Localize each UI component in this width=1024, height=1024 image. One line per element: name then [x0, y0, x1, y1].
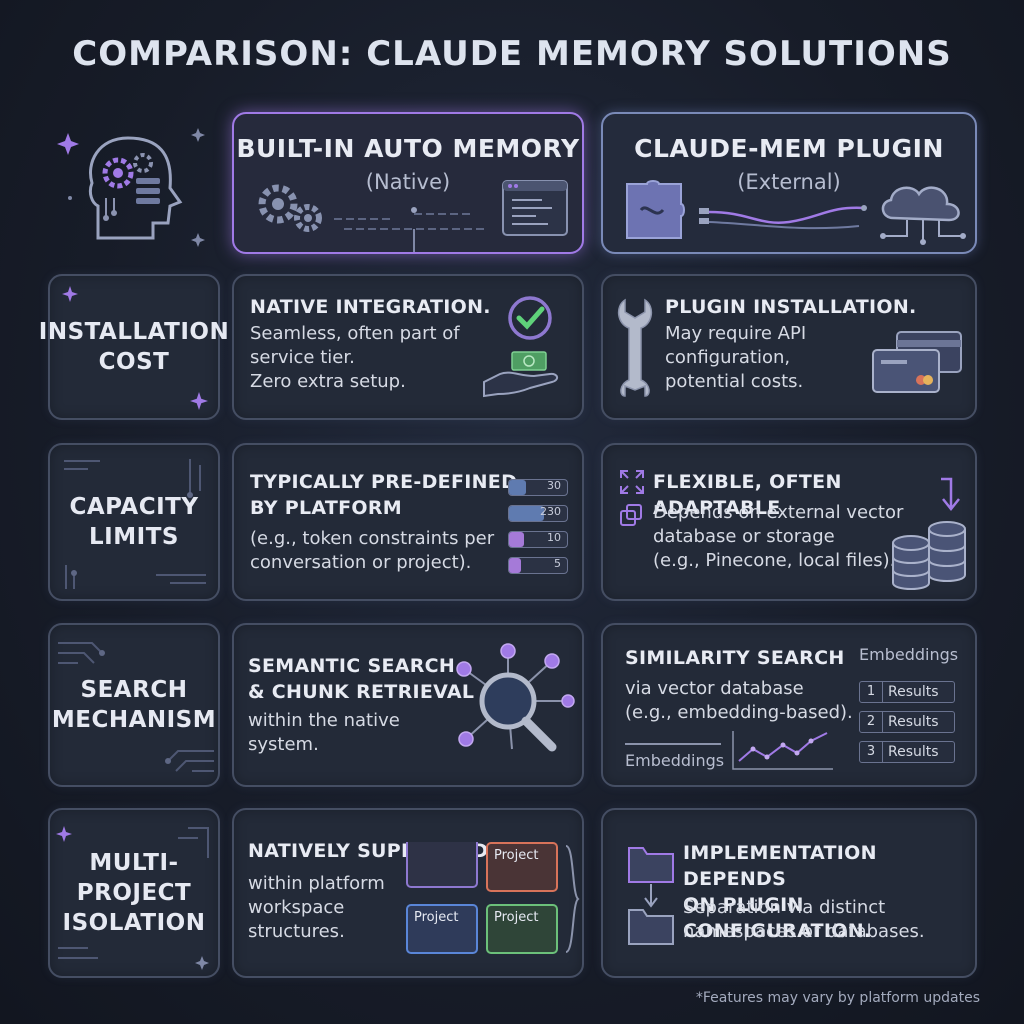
- plugin-header-title: CLAUDE-MEM PLUGIN: [634, 134, 944, 163]
- capacity-bar-value: 5: [554, 557, 561, 570]
- sparkle-icon: [62, 286, 78, 302]
- capacity-bar: 230: [508, 505, 568, 522]
- capacity-bar-fill: [509, 506, 544, 521]
- circuit-line-icon: [334, 207, 484, 252]
- money-hand-icon: [483, 351, 558, 398]
- circuit-decoration: [64, 459, 206, 589]
- native-multi-project-card: NATIVELY SUPPORTED within platform works…: [232, 808, 584, 978]
- card-title: SIMILARITY SEARCH: [625, 647, 845, 669]
- card-text: May require API configuration, potential…: [665, 323, 807, 392]
- database-icon: [892, 521, 966, 590]
- embeddings-bottom-label: Embeddings: [625, 751, 725, 770]
- magnifier-network-icon: [456, 643, 575, 752]
- embeddings-top-label: Embeddings: [859, 645, 959, 664]
- capacity-bar-fill: [509, 532, 524, 547]
- plugin-search-mechanism-card: SIMILARITY SEARCH via vector database (e…: [601, 623, 977, 787]
- capacity-bar-fill: [509, 480, 527, 495]
- native-capacity-limits-card: TYPICALLY PRE-DEFINED BY PLATFORM (e.g.,…: [232, 443, 584, 601]
- result-rank: 3: [860, 742, 883, 762]
- result-item: 2 Results: [859, 711, 955, 733]
- result-label: Results: [888, 714, 939, 730]
- copy-square-icon: [620, 504, 642, 526]
- plugin-installation-cost-card: PLUGIN INSTALLATION. May require API con…: [601, 274, 977, 420]
- folder-icon: [628, 847, 674, 945]
- project-card: Project: [486, 904, 558, 954]
- plugin-header-subtitle: (External): [737, 170, 841, 194]
- card-title: IMPLEMENTATION DEPENDS ON PLUGIN CONFIGU…: [683, 842, 877, 942]
- arrow-down-icon: [941, 477, 960, 512]
- result-item: 1 Results: [859, 681, 955, 703]
- brain-gear-icon: [57, 128, 205, 247]
- capacity-bar: 5: [508, 557, 568, 574]
- card-title: SEMANTIC SEARCH & CHUNK RETRIEVAL: [248, 655, 475, 703]
- footnote: *Features may vary by platform updates: [695, 990, 980, 1006]
- page-title: COMPARISON: CLAUDE MEMORY SOLUTIONS: [72, 34, 952, 74]
- card-text: via vector database (e.g., embedding-bas…: [625, 678, 853, 723]
- card-text: Depends on external vector database or s…: [653, 502, 904, 571]
- capacity-bar: 30: [508, 479, 568, 496]
- wrench-icon: [617, 298, 653, 397]
- card-title: NATIVE INTEGRATION.: [250, 296, 491, 318]
- result-label: Results: [888, 744, 939, 760]
- native-header-subtitle: (Native): [365, 170, 451, 194]
- bracket-icon: [565, 845, 580, 953]
- capacity-bar: 10: [508, 531, 568, 548]
- capacity-bar-fill: [509, 558, 521, 573]
- native-column-header: BUILT-IN AUTO MEMORY (Native): [232, 112, 584, 254]
- expand-arrows-icon: [620, 470, 644, 494]
- result-rank: 2: [860, 712, 883, 732]
- card-title: PLUGIN INSTALLATION.: [665, 296, 917, 318]
- plugin-capacity-limits-card: FLEXIBLE, OFTEN ADAPTABLE Depends on ext…: [601, 443, 977, 601]
- native-search-mechanism-card: SEMANTIC SEARCH & CHUNK RETRIEVAL within…: [232, 623, 584, 787]
- credit-card-icon: [872, 331, 962, 393]
- project-card: Project: [486, 842, 558, 892]
- divider: [625, 743, 721, 745]
- plugin-multi-project-card: IMPLEMENTATION DEPENDS ON PLUGIN CONFIGU…: [601, 808, 977, 978]
- result-label: Results: [888, 684, 939, 700]
- circuit-decoration: [58, 642, 214, 772]
- project-card: Project: [406, 904, 478, 954]
- cable-connector-icon: [699, 205, 867, 230]
- puzzle-icon: [626, 180, 685, 239]
- card-text: Seamless, often part of service tier. Ze…: [250, 323, 460, 392]
- project-card-faded: [406, 842, 478, 888]
- card-text: within platform workspace structures.: [248, 873, 385, 942]
- line-chart-icon: [732, 731, 833, 770]
- circuit-decoration: [56, 826, 209, 970]
- native-header-title: BUILT-IN AUTO MEMORY: [236, 134, 580, 163]
- code-window-icon: [502, 180, 568, 236]
- card-text: Separation via distinct namespaces or da…: [683, 897, 925, 942]
- capacity-bar-value: 10: [547, 531, 561, 544]
- card-text: (e.g., token constraints per conversatio…: [250, 528, 495, 573]
- native-installation-cost-card: NATIVE INTEGRATION. Seamless, often part…: [232, 274, 584, 420]
- checkmark-icon: [508, 296, 552, 340]
- plugin-column-header: CLAUDE-MEM PLUGIN (External): [601, 112, 977, 254]
- result-rank: 1: [860, 682, 883, 702]
- capacity-bar-value: 230: [540, 505, 561, 518]
- card-title: FLEXIBLE, OFTEN ADAPTABLE: [653, 471, 842, 519]
- sparkle-icon: [190, 392, 208, 410]
- gears-icon: [258, 184, 322, 232]
- result-item: 3 Results: [859, 741, 955, 763]
- card-title: TYPICALLY PRE-DEFINED BY PLATFORM: [250, 471, 518, 519]
- capacity-bar-value: 30: [547, 479, 561, 492]
- card-text: within the native system.: [248, 710, 400, 755]
- cloud-icon: [880, 186, 966, 245]
